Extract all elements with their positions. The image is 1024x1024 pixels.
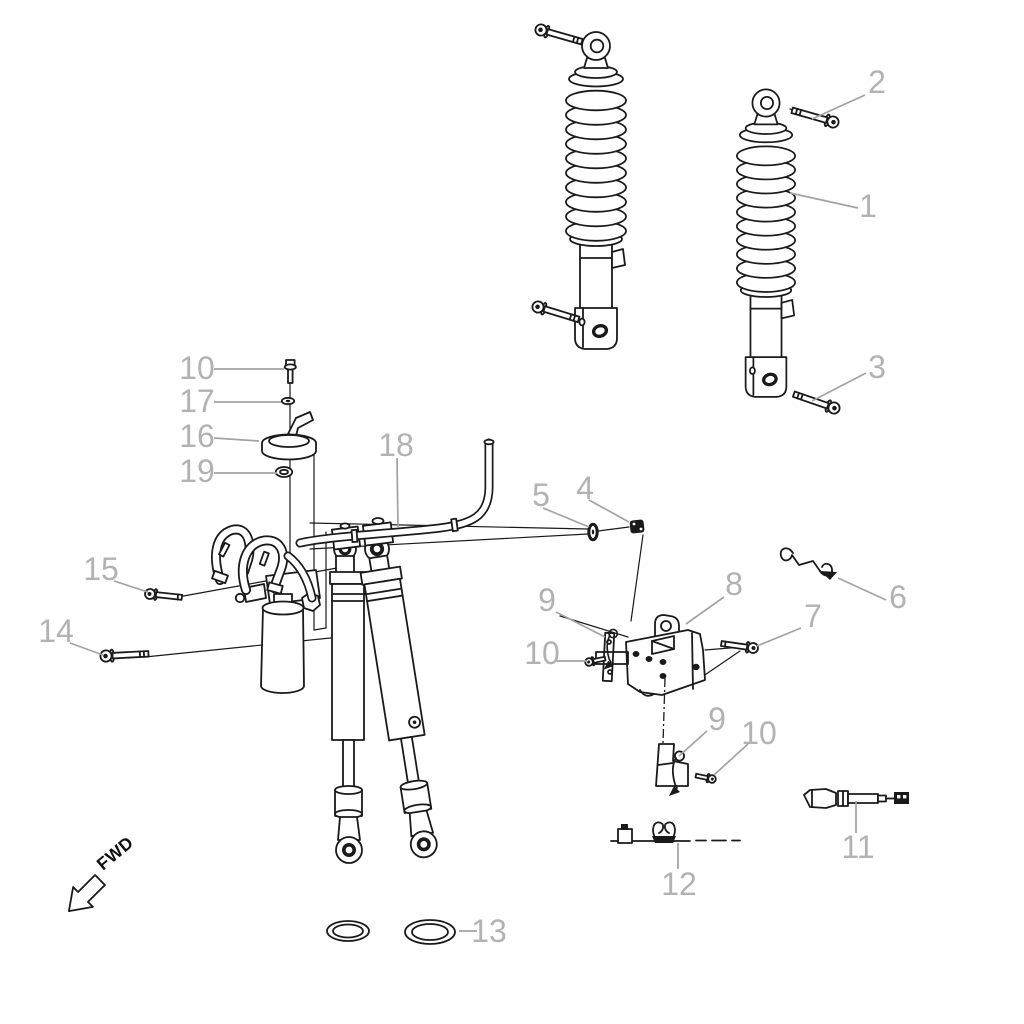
callout-15: 15	[83, 551, 119, 587]
callout-4: 4	[576, 470, 594, 506]
bracket-part-8	[625, 614, 706, 697]
callout-17: 17	[179, 383, 215, 419]
harness-clip-part-12	[610, 821, 741, 844]
callout-9-lower: 9	[708, 701, 726, 737]
callout-13: 13	[471, 913, 507, 949]
callout-18: 18	[378, 427, 414, 463]
callout-9-upper: 9	[538, 582, 556, 618]
callout-3: 3	[868, 349, 886, 385]
callout-16: 16	[179, 418, 215, 454]
callout-1: 1	[859, 188, 877, 224]
clip-part-9-upper	[595, 628, 629, 683]
shock-top-upper-bolt	[533, 21, 585, 49]
o-ring-part-19	[274, 466, 294, 478]
sensor-cable-part-11	[803, 788, 909, 809]
shock-top-lower-bolt	[529, 298, 582, 327]
callout-7: 7	[804, 598, 822, 634]
callout-10-lower: 10	[741, 715, 777, 751]
wire-retainer-part-6	[779, 547, 837, 580]
callout-5: 5	[532, 477, 550, 513]
damper-cartridge-slanted	[359, 536, 438, 859]
bolt-part-15	[143, 587, 184, 604]
callout-11: 11	[841, 829, 875, 865]
callout-6: 6	[889, 579, 907, 615]
cap-part-16	[261, 411, 317, 461]
callout-19: 19	[179, 453, 215, 489]
fill-plug-bolt	[283, 359, 297, 384]
o-ring-part-13-right	[404, 919, 456, 945]
hose-loops	[211, 524, 317, 603]
callout-8: 8	[725, 566, 743, 602]
leader-lines	[69, 94, 887, 932]
shock-absorber-right	[735, 87, 797, 399]
callout-10-left: 10	[179, 350, 215, 386]
bolt-part-14	[99, 646, 150, 664]
callout-14: 14	[38, 613, 74, 649]
hydraulic-unit	[234, 517, 438, 864]
o-ring-part-13-left	[326, 920, 370, 942]
callout-10-mid: 10	[524, 635, 560, 671]
washer-part-17	[280, 396, 296, 406]
shock-absorber-top	[564, 30, 628, 351]
damper-cartridge-vertical	[329, 537, 367, 864]
nut-part-4	[629, 519, 645, 534]
fwd-arrow: FWD	[67, 832, 138, 913]
centerline	[662, 677, 666, 745]
hose-part-18	[295, 438, 495, 548]
clip-bracket-lower	[655, 743, 689, 787]
screw-part-10-lower	[694, 770, 718, 785]
callout-2: 2	[868, 64, 886, 100]
bolt-part-3	[790, 387, 843, 417]
fwd-label: FWD	[93, 832, 138, 874]
washer-part-5	[587, 522, 599, 542]
callout-12: 12	[661, 866, 697, 902]
